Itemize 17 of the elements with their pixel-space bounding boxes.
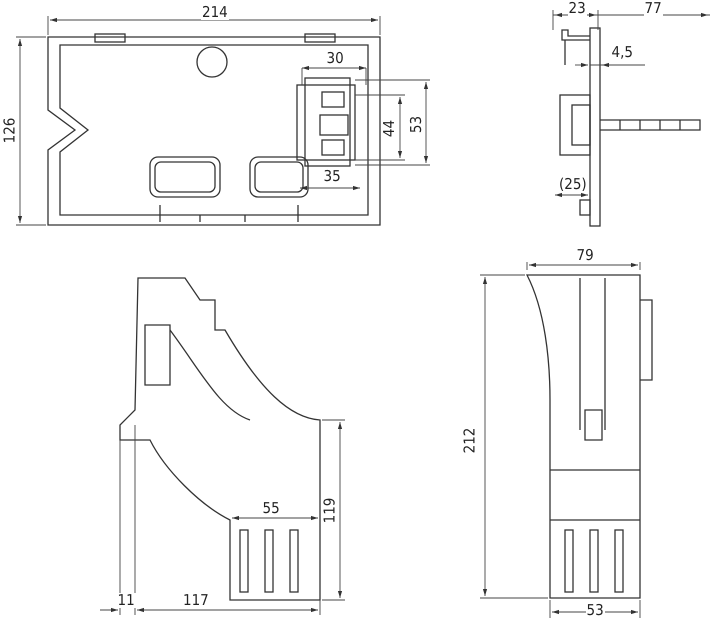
dimension-label: 77 [644,0,663,16]
dimension-label: 119 [322,496,338,524]
dimension-label: 117 [182,592,210,608]
dimension-label: 11 [116,592,136,608]
dimension-label: 53 [586,602,605,618]
dimension-label: 79 [576,248,595,262]
dimension-label: (25) [558,176,588,192]
dimension-label: 35 [322,168,342,184]
dimension-label: 4,5 [610,44,634,60]
dimension-label: 212 [462,426,478,454]
dimension-label: 214 [201,4,229,20]
dimension-label: 44 [382,118,397,138]
dimension-label: 30 [326,50,345,66]
dimension-label: 126 [2,116,18,144]
dimension-label: 53 [408,114,424,134]
dimension-label: 55 [262,500,281,516]
dimension-label: 23 [568,0,587,16]
